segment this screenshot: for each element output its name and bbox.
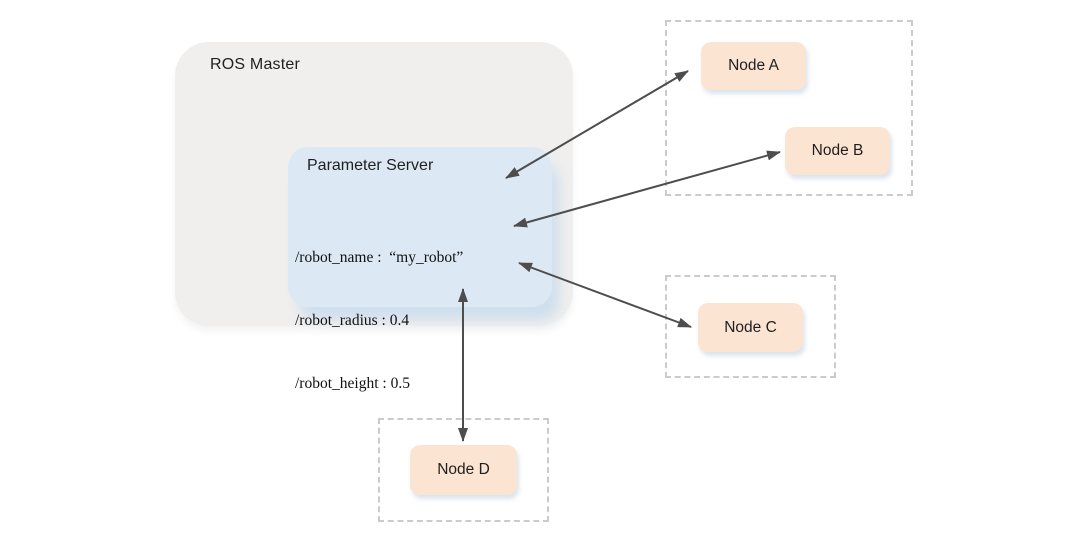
ros-master-label: ROS Master — [210, 56, 301, 73]
param-robot-name: /robot_name : “my_robot” — [295, 249, 464, 266]
node-c-box: Node C — [698, 303, 803, 352]
node-d-label: Node D — [437, 461, 490, 478]
param-robot-height: /robot_height : 0.5 — [295, 375, 410, 392]
node-b-label: Node B — [811, 142, 864, 159]
param-robot-radius: /robot_radius : 0.4 — [295, 312, 410, 329]
node-a-label: Node A — [728, 57, 779, 74]
node-c-label: Node C — [724, 318, 777, 336]
parameter-list: /robot_name : “my_robot” /robot_radius :… — [295, 205, 463, 436]
parameter-server-title: Parameter Server — [307, 157, 434, 174]
parameter-server-box: Parameter Server /robot_name : “my_robot… — [288, 147, 552, 392]
node-a-box: Node A — [701, 42, 806, 90]
node-b-box: Node B — [785, 127, 890, 175]
node-d-box: Node D — [410, 445, 517, 495]
